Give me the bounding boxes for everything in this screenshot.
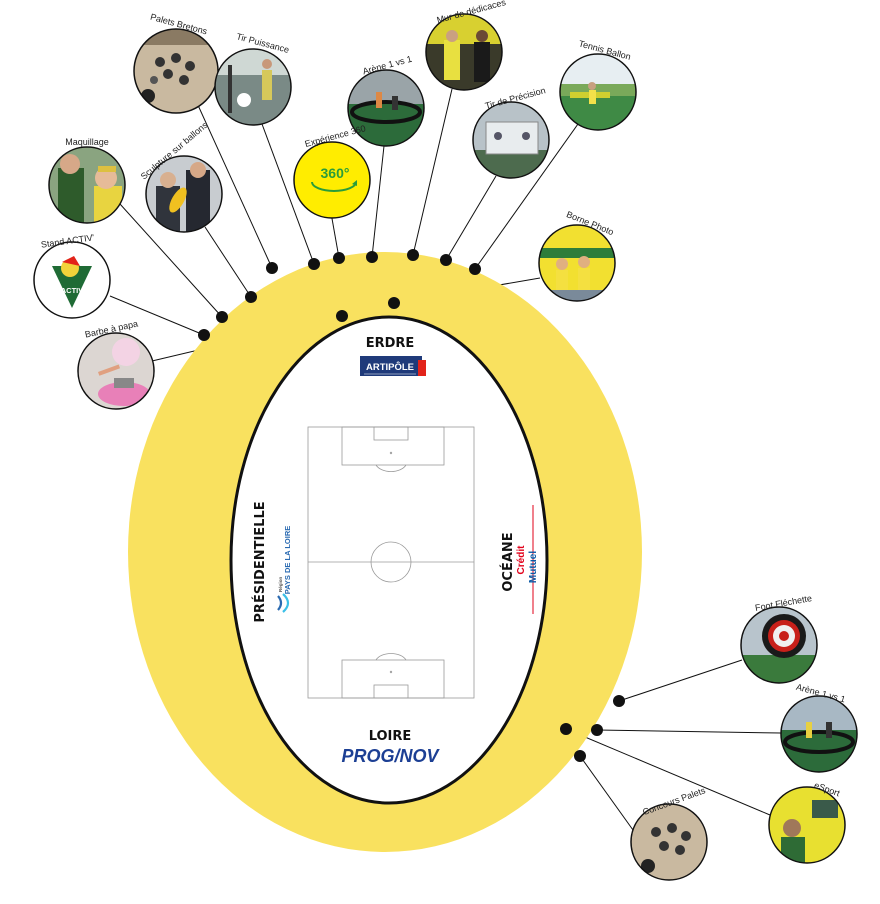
line-mur-dedicaces — [412, 88, 453, 256]
dot-arene-1vs1[interactable] — [366, 251, 378, 263]
dot-arene-1vs1-bottom[interactable] — [591, 724, 603, 736]
thumb-experience-360[interactable]: 360° Expérience 360 — [293, 123, 371, 219]
thumb-arene-1vs1-bottom[interactable]: Arène 1 vs 1 — [780, 682, 858, 773]
sponsor-artipole-logo: ARTIPÔLE — [360, 356, 426, 376]
dot-barbe-a-papa[interactable] — [336, 310, 348, 322]
sponsor-east-top: Crédit — [516, 545, 527, 575]
dot-maquillage[interactable] — [216, 311, 228, 323]
location-dots — [198, 249, 625, 762]
thumb-foot-flechette[interactable]: Foot Fléchette — [740, 593, 818, 684]
sponsor-credit-mutuel-logo: Crédit Mutuel — [516, 505, 539, 614]
dot-borne-photo[interactable] — [388, 297, 400, 309]
thumb-tir-puissance[interactable]: Tir Puissance — [214, 31, 292, 126]
thumb-arene-1vs1-top[interactable]: Arène 1 vs 1 — [347, 54, 425, 147]
dot-foot-flechette[interactable] — [613, 695, 625, 707]
line-maquillage — [119, 203, 223, 318]
sponsor-south-text: PROG/NOV — [341, 746, 440, 766]
sponsor-north-text: ARTIPÔLE — [366, 361, 414, 373]
stand-label-north: ERDRE — [366, 336, 415, 351]
line-tennis-ballon — [474, 123, 579, 270]
line-palets-bretons — [196, 102, 273, 269]
sponsor-west-text: PAYS DE LA LOIRE — [283, 526, 292, 595]
sponsor-east-bottom: Mutuel — [528, 551, 539, 583]
dot-tir-precision[interactable] — [440, 254, 452, 266]
line-stand-activ — [109, 295, 205, 336]
pitch — [307, 426, 475, 699]
line-concours-palets — [579, 755, 634, 831]
thumb-tir-precision[interactable]: Tir de Précision — [472, 85, 550, 179]
sponsor-west-small: Région — [278, 576, 283, 592]
sponsor-region-logo: Région PAYS DE LA LOIRE — [277, 526, 292, 613]
label-maquillage: Maquillage — [65, 137, 109, 147]
thumb-mur-dedicaces[interactable]: Mur de dédicaces — [425, 0, 507, 91]
thumb-sculpture-ballons[interactable]: Sculpture sur ballons — [139, 120, 223, 233]
thumb-concours-palets[interactable]: Concours Palets — [630, 785, 708, 881]
dot-tir-puissance[interactable] — [308, 258, 320, 270]
thumb-stand-activ[interactable]: ACTIV Stand ACTIV' — [33, 232, 111, 319]
dot-concours-palets[interactable] — [574, 750, 586, 762]
dot-stand-activ[interactable] — [198, 329, 210, 341]
dot-palets-bretons[interactable] — [266, 262, 278, 274]
dot-mur-dedicaces[interactable] — [407, 249, 419, 261]
stand-label-east: OCÉANE — [500, 532, 516, 591]
line-foot-flechette — [618, 659, 743, 702]
line-arene-1vs1 — [371, 145, 385, 258]
thumb-palets-bretons[interactable]: Palets Bretons — [130, 12, 222, 117]
connector-lines — [109, 88, 782, 831]
thumb-maquillage[interactable]: Maquillage — [48, 137, 126, 226]
stand-activ-badge: ACTIV — [61, 286, 84, 295]
line-esport — [565, 728, 771, 816]
dot-experience-360[interactable] — [333, 252, 345, 264]
line-tir-precision — [445, 175, 497, 261]
line-sculpture — [204, 226, 252, 298]
stand-label-west: PRÉSIDENTIELLE — [252, 501, 268, 622]
experience-360-badge: 360° — [321, 165, 350, 181]
thumb-tennis-ballon[interactable]: Tennis Ballon — [559, 38, 637, 131]
thumb-borne-photo[interactable]: Borne Photo — [538, 209, 616, 302]
dot-tennis-ballon[interactable] — [469, 263, 481, 275]
dot-sculpture[interactable] — [245, 291, 257, 303]
thumb-esport[interactable]: eSport — [768, 780, 846, 864]
dot-esport[interactable] — [560, 723, 572, 735]
stand-label-south: LOIRE — [369, 729, 412, 744]
thumb-barbe-a-papa[interactable]: Barbe à papa — [77, 319, 155, 410]
stadium-bowl — [229, 315, 549, 805]
line-arene-1vs1-bottom — [596, 729, 782, 734]
line-tir-puissance — [261, 123, 315, 265]
